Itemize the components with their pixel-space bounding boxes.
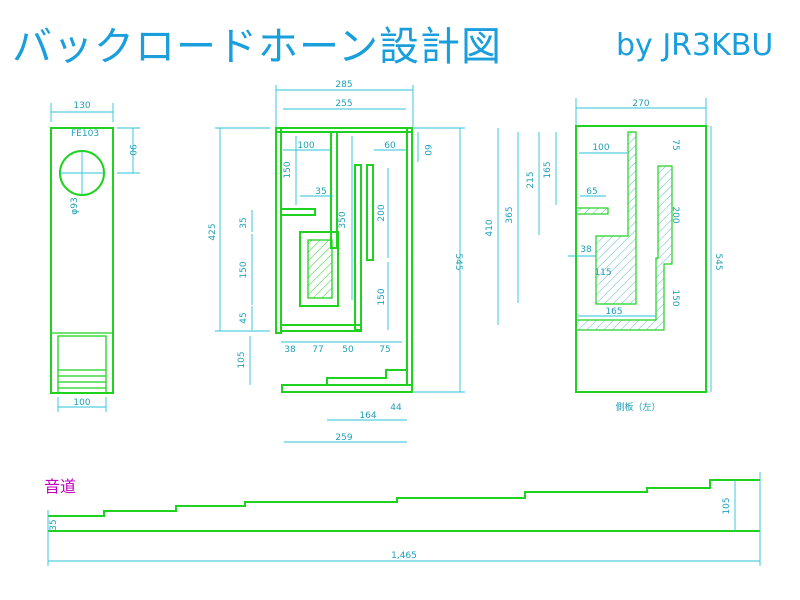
driver-label: FE103 [71, 129, 99, 139]
d77-dim: 77 [312, 345, 323, 355]
absorber-hatch [307, 239, 333, 299]
d150b-dim: 150 [239, 261, 249, 278]
d44-dim: 44 [390, 403, 402, 413]
d75-dim: 75 [379, 345, 390, 355]
front-view: 130 FE103 90 φ93 100 [50, 101, 140, 412]
side-d38-dim: 38 [580, 245, 592, 255]
drawing-title: バックロードホーン設計図 [12, 24, 502, 70]
path-end-dim: 105 [722, 497, 732, 514]
side-d100-dim: 100 [592, 143, 609, 153]
path-length-dim: 1,465 [391, 551, 417, 561]
d38-dim: 38 [284, 345, 296, 355]
side-caption: 側板（左） [615, 401, 660, 413]
side-d365-dim: 365 [505, 206, 515, 223]
d45-dim: 45 [239, 312, 249, 323]
side-d115-dim: 115 [594, 268, 611, 278]
side-d165b-dim: 165 [605, 307, 622, 317]
d150-dim: 150 [283, 161, 293, 178]
sound-path-label: 音道 [44, 477, 76, 496]
outer-width-dim: 285 [335, 80, 352, 90]
side-d75-dim: 75 [670, 139, 680, 150]
author-credit: by JR3KBU [616, 28, 774, 63]
d35b-dim: 35 [239, 217, 249, 228]
d100-dim: 100 [297, 141, 314, 151]
mouth-width-dim: 100 [73, 398, 90, 408]
d60b-dim: 60 [422, 144, 432, 156]
side-d545-dim: 545 [713, 253, 723, 270]
sound-path-view: 音道 35 105 1,465 [44, 472, 761, 566]
side-view: 270 100 75 165 215 365 410 65 38 115 200… [485, 98, 723, 413]
d164-dim: 164 [359, 411, 376, 421]
d200-dim: 200 [377, 204, 387, 221]
d105-dim: 105 [237, 351, 247, 368]
side-d410-dim: 410 [485, 219, 495, 236]
inner-width-dim: 255 [335, 99, 352, 109]
section-view: 285 255 100 60 60 150 35 350 200 [208, 80, 465, 443]
d150c-dim: 150 [377, 288, 387, 305]
hole-offset-dim: 90 [127, 144, 137, 156]
side-d200-dim: 200 [670, 206, 680, 223]
d425-dim: 425 [208, 223, 218, 240]
side-d215-dim: 215 [526, 171, 536, 188]
side-width-dim: 270 [632, 99, 649, 109]
d50-dim: 50 [342, 345, 354, 355]
side-d65-dim: 65 [586, 187, 597, 197]
side-d150-dim: 150 [670, 289, 680, 306]
d350-dim: 350 [338, 211, 348, 228]
d545-dim: 545 [453, 253, 463, 270]
front-width-dim: 130 [73, 101, 90, 111]
path-start-dim: 35 [49, 519, 59, 530]
d60a-dim: 60 [384, 141, 396, 151]
d259-dim: 259 [335, 433, 352, 443]
side-d165-dim: 165 [543, 161, 553, 178]
hole-diameter-dim: φ93 [70, 197, 80, 214]
d35-dim: 35 [315, 187, 326, 197]
